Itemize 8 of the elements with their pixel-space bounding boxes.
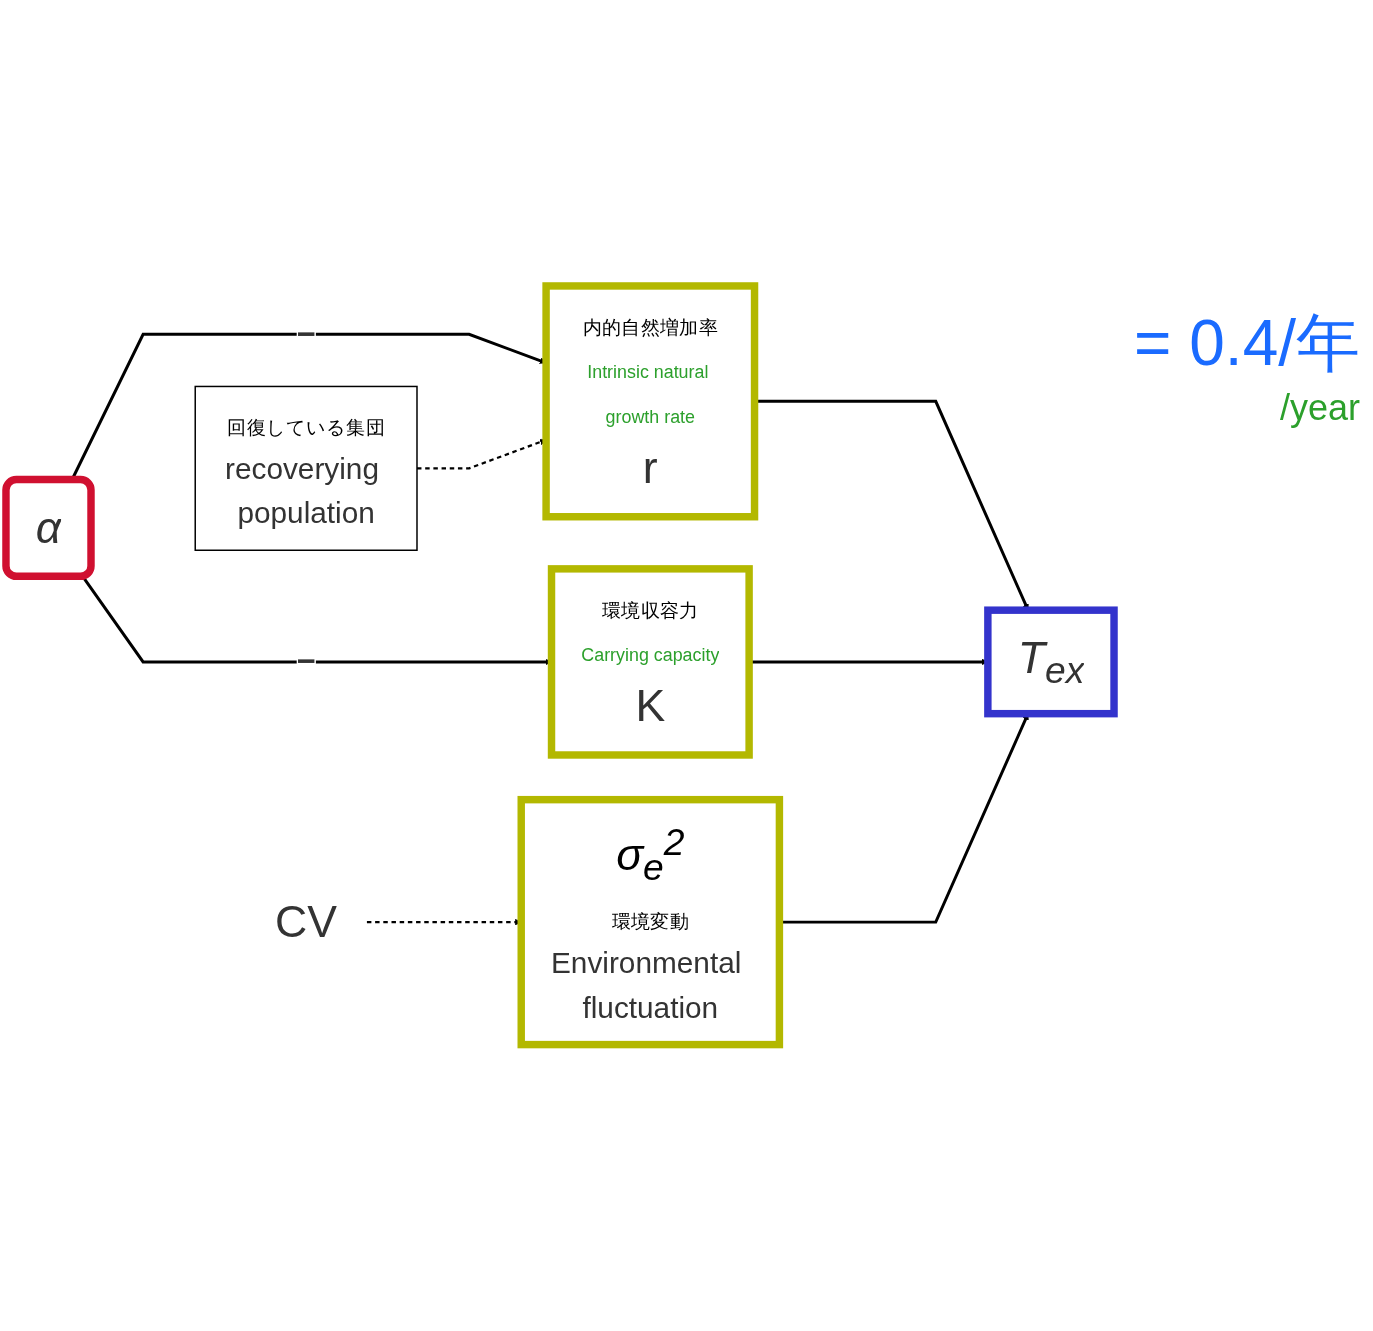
rate-value: = 0.4/年 [1133, 306, 1360, 381]
edge-label: − [296, 642, 316, 680]
edge-label: − [296, 315, 316, 352]
node-box: 環境収容力 Carrying capacity K [547, 565, 753, 759]
node-text: CV [275, 897, 338, 947]
unit-label: /year [1278, 387, 1360, 429]
node-box: 内的自然増加率 Intrinsic natural growth rate r [542, 282, 759, 521]
node-box: 回復している集団 recoverying population [194, 385, 418, 552]
